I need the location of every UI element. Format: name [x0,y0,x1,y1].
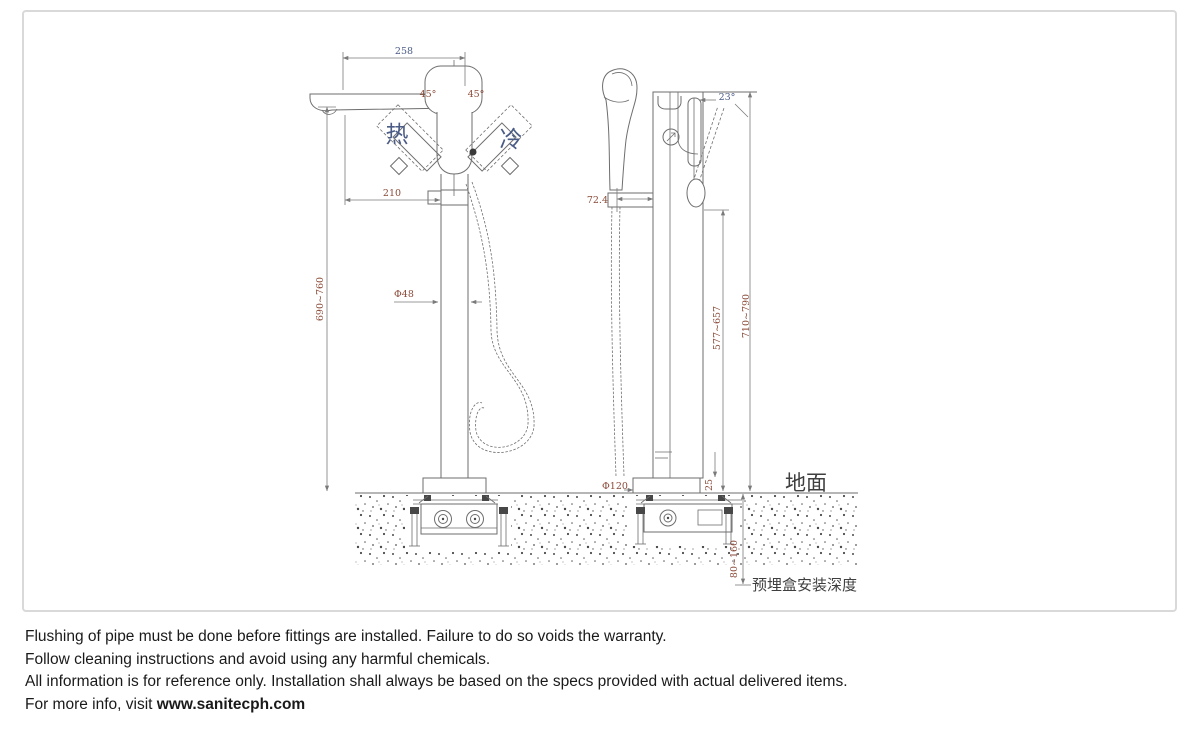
handle-pivot [686,178,706,208]
embedded-box-front [409,495,509,547]
dim-base-height: 25 [704,479,715,491]
shower-bracket [607,192,654,208]
dim-base-diameter: Φ120 [602,481,628,492]
label-embed-note: 预埋盒安装深度 [752,576,857,594]
note-reference: All information is for reference only. I… [25,673,848,690]
dim-handle-angle: 23° [719,92,736,103]
base-side [632,477,701,494]
dim-angle-left: 45° [420,89,437,100]
dim-outlet-height: 577~657 [712,306,723,350]
column [427,174,469,478]
note-website-prefix: For more info, visit [25,695,157,713]
handle-slot [687,97,702,167]
website-url: www.sanitecph.com [156,695,306,713]
installation-diagram: 258 45° 45° 热 冷 210 690~760 Φ48 72.4 23°… [309,46,858,594]
diverter-button [662,128,680,146]
dim-spout-width: 258 [395,46,413,57]
dim-angle-right: 45° [468,89,485,100]
note-flushing: Flushing of pipe must be done before fit… [25,628,667,645]
footer-notes: Flushing of pipe must be done before fit… [25,626,848,716]
front-view [309,60,535,494]
dim-spout-projection: 210 [383,188,401,199]
dim-handshower-offset: 72.4 [587,195,608,206]
hand-shower [602,68,638,191]
dim-body-height: 710~790 [741,294,752,338]
dim-spout-height: 690~760 [315,277,326,321]
base-front [422,477,487,494]
label-ground: 地面 [785,471,827,495]
embedded-box-side [635,495,742,545]
dim-column-diameter: Φ48 [394,289,414,300]
note-cleaning: Follow cleaning instructions and avoid u… [25,650,491,668]
side-view [602,68,757,494]
note-website: For more info, visit www.sanitecph.com [25,694,848,717]
handle-right [465,104,533,176]
spout [309,93,456,112]
label-cold: 冷 [500,127,523,153]
hose-front [465,181,535,453]
mixer-body [436,112,473,175]
handle-left [376,104,444,176]
label-hot: 热 [386,122,409,148]
dimensions: 258 45° 45° 热 冷 210 690~760 Φ48 72.4 23°… [315,46,857,594]
dim-embed-depth: 80~160 [729,540,740,578]
body-side [652,91,704,479]
